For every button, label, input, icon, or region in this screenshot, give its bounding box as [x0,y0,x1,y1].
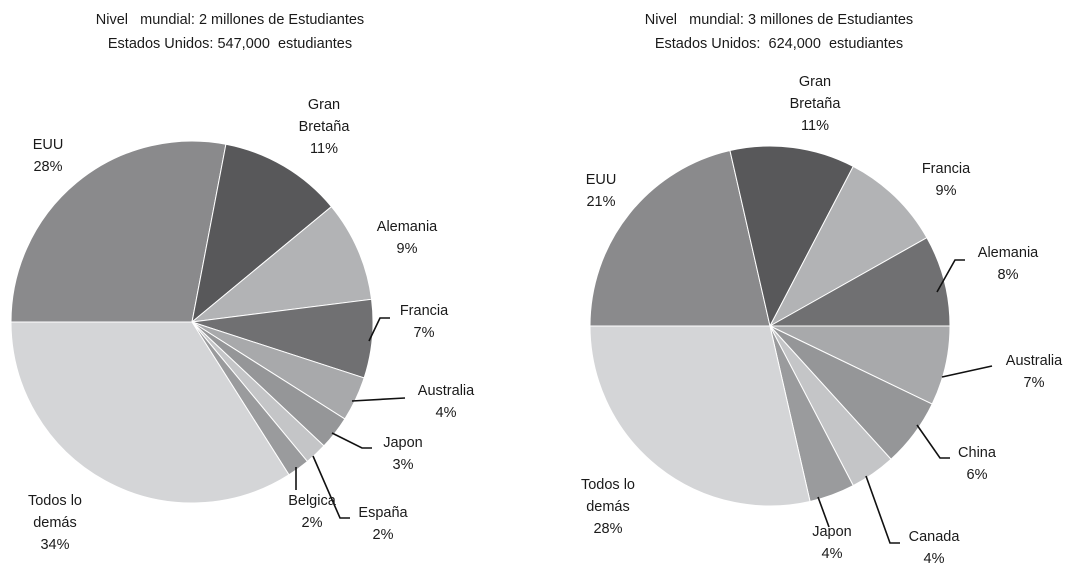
slice-value-label: 34% [40,537,70,553]
slice-label-1-6: Japon 3% [383,432,423,476]
slice-label-2-8: Japon 4% [812,521,852,565]
slice-value-label: 2% [301,515,323,531]
leader-line-2-8 [817,496,830,528]
slice-label-text: Todos lo [27,493,83,509]
slice-label-text: Japon [812,524,852,540]
slice-value-label: 4% [923,551,945,567]
slice-label-1-9: Todos lo demás 34% [28,490,82,556]
slice-label-text: Todos lo [580,477,636,493]
slice-label-1-7: España 2% [358,502,407,546]
pie-chart-1 [10,140,406,519]
pie-slice-2-3 [768,165,928,328]
slice-label-1-8: Belgica 2% [288,490,336,534]
slice-label-1-1: EUU 28% [33,134,64,178]
slice-label-2-5: Australia 7% [1006,350,1062,394]
slice-value-label: 3% [392,457,414,473]
pie-slice-1-1 [10,140,227,323]
leader-line-1-4 [368,317,390,342]
slice-label-2-7: Canada 4% [909,526,960,570]
slice-label-text: Alemania [376,219,438,235]
slice-value-label: 11% [801,118,829,134]
slice-value-label: 4% [435,405,457,421]
slice-label-text: Australia [417,383,475,399]
slice-label-text: Bretaña [789,96,841,112]
slice-label-1-4: Francia 7% [400,300,448,344]
slice-label-text: Francia [399,303,449,319]
leader-line-2-4 [936,259,965,293]
leader-line-1-7 [312,455,350,519]
slice-label-text: Bretaña [298,119,350,135]
slice-value-label: 9% [935,183,957,199]
slice-value-label: 28% [593,521,623,537]
chart-1-subtitle: Estados Unidos: 547,000 estudiantes [107,36,353,52]
slice-label-text: Australia [1005,353,1063,369]
slice-value-label: 28% [33,159,63,175]
slice-value-label: 9% [396,241,418,257]
slice-label-text: China [958,445,996,461]
pie-slice-1-2 [191,143,333,324]
slice-label-text: España [358,505,408,521]
chart-2-title: Nivel mundial: 3 millones de Estudiantes [644,12,914,28]
slice-label-text: Gran [307,97,341,113]
slice-label-2-6: China 6% [958,442,996,486]
slice-value-label: 8% [997,267,1019,283]
pie-slice-2-2 [729,145,854,328]
slice-value-label: 4% [821,546,843,562]
leader-line-2-5 [941,365,993,378]
chart-1-heading: Nivel mundial: 2 millones de Estudiantes… [10,8,450,56]
slice-value-label: 2% [372,527,394,543]
pie-chart-2 [589,145,993,544]
pie-slice-2-9 [589,325,811,507]
slice-label-text: demás [586,499,630,515]
chart-2-subtitle: Estados Unidos: 624,000 estudiantes [654,36,904,52]
leader-line-2-7 [865,475,900,544]
slice-label-text: Japon [383,435,423,451]
slice-label-text: EUU [32,137,64,153]
pie-slice-1-9 [10,321,290,504]
slice-label-2-9: Todos lo demás 28% [581,474,635,540]
slice-label-2-3: Francia 9% [922,158,970,202]
pie-slice-2-1 [589,149,771,327]
slice-label-text: Alemania [977,245,1039,261]
leader-line-2-6 [916,424,950,459]
slice-label-text: Canada [908,529,960,545]
slice-value-label: 6% [966,467,988,483]
slice-label-1-5: Australia 4% [418,380,474,424]
chart-1-title: Nivel mundial: 2 millones de Estudiantes [95,12,365,28]
chart-2-heading: Nivel mundial: 3 millones de Estudiantes… [559,8,999,56]
slice-label-text: demás [33,515,77,531]
slice-label-text: Belgica [288,493,336,509]
slice-label-text: Gran [798,74,832,90]
slice-label-1-3: Alemania 9% [377,216,437,260]
pie-slice-1-3 [190,205,373,323]
slice-label-2-1: EUU 21% [586,169,617,213]
leader-line-1-6 [331,432,372,449]
slice-value-label: 7% [1023,375,1045,391]
slice-label-text: Francia [921,161,971,177]
slice-value-label: 11% [310,141,338,157]
slice-value-label: 21% [586,194,616,210]
slice-label-2-4: Alemania 8% [978,242,1038,286]
leader-line-1-5 [351,397,406,402]
slice-value-label: 7% [413,325,435,341]
slice-label-text: EUU [585,172,617,188]
